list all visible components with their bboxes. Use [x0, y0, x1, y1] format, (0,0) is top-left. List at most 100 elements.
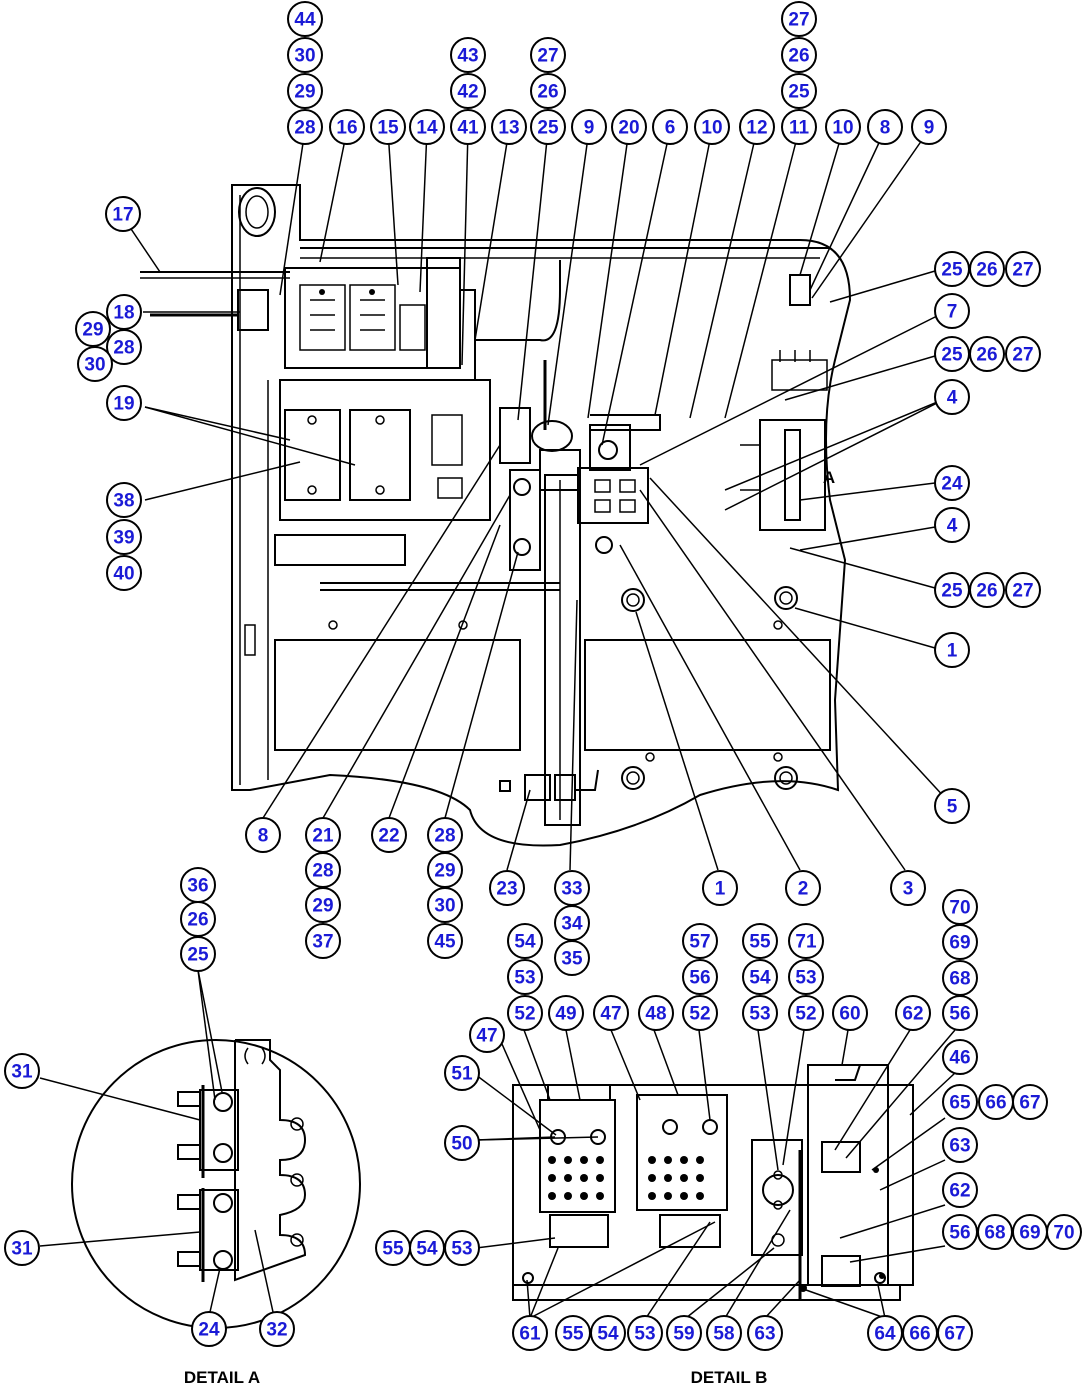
callout-bubble [788, 995, 824, 1031]
callout-label: 24 [198, 1320, 220, 1341]
terminal-dot [696, 1192, 704, 1200]
callout-50: 50 [444, 1125, 480, 1161]
callout-bubble [867, 109, 903, 145]
callout-55: 55 [375, 1230, 411, 1266]
callout-27: 27 [1005, 251, 1041, 287]
callout-label: 48 [645, 1004, 666, 1025]
callout-bubble [444, 1230, 480, 1266]
callout-label: 17 [112, 205, 133, 226]
callout-31: 31 [4, 1053, 40, 1089]
callout-bubble [942, 1172, 978, 1208]
callout-bubble [444, 1055, 480, 1091]
callout-30: 30 [77, 346, 113, 382]
callout-label: 28 [434, 826, 455, 847]
callout-58: 58 [706, 1315, 742, 1351]
callout-label: 53 [451, 1239, 472, 1260]
callout-bubble [627, 1315, 663, 1351]
callout-64: 64 [867, 1315, 903, 1351]
callout-label: 25 [788, 82, 810, 103]
callout-bubble [694, 109, 730, 145]
callout-54: 54 [409, 1230, 445, 1266]
callout-bubble [305, 923, 341, 959]
terminal-dot [580, 1192, 588, 1200]
callout-bubble [742, 995, 778, 1031]
callout-bubble [682, 923, 718, 959]
callout-label: 18 [113, 303, 134, 324]
callout-bubble [371, 817, 407, 853]
callout-66: 66 [902, 1315, 938, 1351]
callout-bubble [507, 923, 543, 959]
callout-bubble [571, 109, 607, 145]
callout-53: 53 [788, 959, 824, 995]
callout-label: 26 [976, 345, 997, 366]
callout-25: 25 [781, 73, 817, 109]
callout-46: 46 [942, 1039, 978, 1075]
callout-27: 27 [1005, 572, 1041, 608]
callout-label: 57 [689, 932, 710, 953]
callout-bubble [530, 37, 566, 73]
callout-26: 26 [969, 572, 1005, 608]
callout-15: 15 [370, 109, 406, 145]
detail-b-caption: DETAIL B [691, 1368, 768, 1387]
callout-71: 71 [788, 923, 824, 959]
terminal-dot [580, 1156, 588, 1164]
callout-label: 47 [476, 1026, 497, 1047]
callout-33: 33 [554, 870, 590, 906]
callout-label: 55 [749, 932, 771, 953]
callout-69: 69 [1012, 1214, 1048, 1250]
callout-label: 28 [113, 338, 134, 359]
callout-bubble [259, 1311, 295, 1347]
callout-label: 27 [788, 10, 809, 31]
callout-bubble [106, 482, 142, 518]
callout-44: 44 [287, 1, 323, 37]
callout-bubble [329, 109, 365, 145]
detail-a-caption: DETAIL A [184, 1368, 260, 1387]
detail-a-view: DETAIL A [39, 969, 361, 1387]
callout-bubble [969, 336, 1005, 372]
callout-52: 52 [507, 995, 543, 1031]
callout-label: 3 [903, 879, 914, 900]
callout-label: 26 [976, 260, 997, 281]
callout-bubble [427, 887, 463, 923]
callout-label: 51 [451, 1064, 473, 1085]
callout-bubble [1005, 572, 1041, 608]
callout-label: 5 [947, 797, 958, 818]
callout-67: 67 [1012, 1084, 1048, 1120]
callout-label: 60 [839, 1004, 860, 1025]
callout-63: 63 [942, 1127, 978, 1163]
callout-label: 19 [113, 394, 134, 415]
callout-bubble [788, 923, 824, 959]
callout-bubble [106, 329, 142, 365]
callout-47: 47 [593, 995, 629, 1031]
callout-label: 29 [82, 320, 103, 341]
callout-30: 30 [427, 887, 463, 923]
callout-bubble [890, 870, 926, 906]
callout-label: 67 [1019, 1093, 1040, 1114]
terminal-dot [564, 1192, 572, 1200]
callout-bubble [942, 1039, 978, 1075]
callout-bubble [287, 37, 323, 73]
callout-bubble [937, 1315, 973, 1351]
callout-17: 17 [105, 196, 141, 232]
callout-36: 36 [180, 867, 216, 903]
callout-31: 31 [4, 1230, 40, 1266]
callout-62: 62 [895, 995, 931, 1031]
callout-label: 54 [514, 932, 536, 953]
callout-5: 5 [934, 788, 970, 824]
callout-66: 66 [978, 1084, 1014, 1120]
callout-label: 30 [434, 896, 455, 917]
callout-label: 26 [788, 46, 809, 67]
callout-bubble [702, 870, 738, 906]
callout-label: 28 [312, 861, 333, 882]
callout-16: 16 [329, 109, 365, 145]
callout-68: 68 [977, 1214, 1013, 1250]
callout-45: 45 [427, 923, 463, 959]
callout-bubble [832, 995, 868, 1031]
callout-label: 28 [294, 118, 315, 139]
view-a-mark: A [823, 468, 835, 487]
callout-54: 54 [507, 923, 543, 959]
callout-bubble [590, 1315, 626, 1351]
callout-label: 30 [84, 355, 105, 376]
callout-7: 7 [934, 293, 970, 329]
callout-32: 32 [259, 1311, 295, 1347]
